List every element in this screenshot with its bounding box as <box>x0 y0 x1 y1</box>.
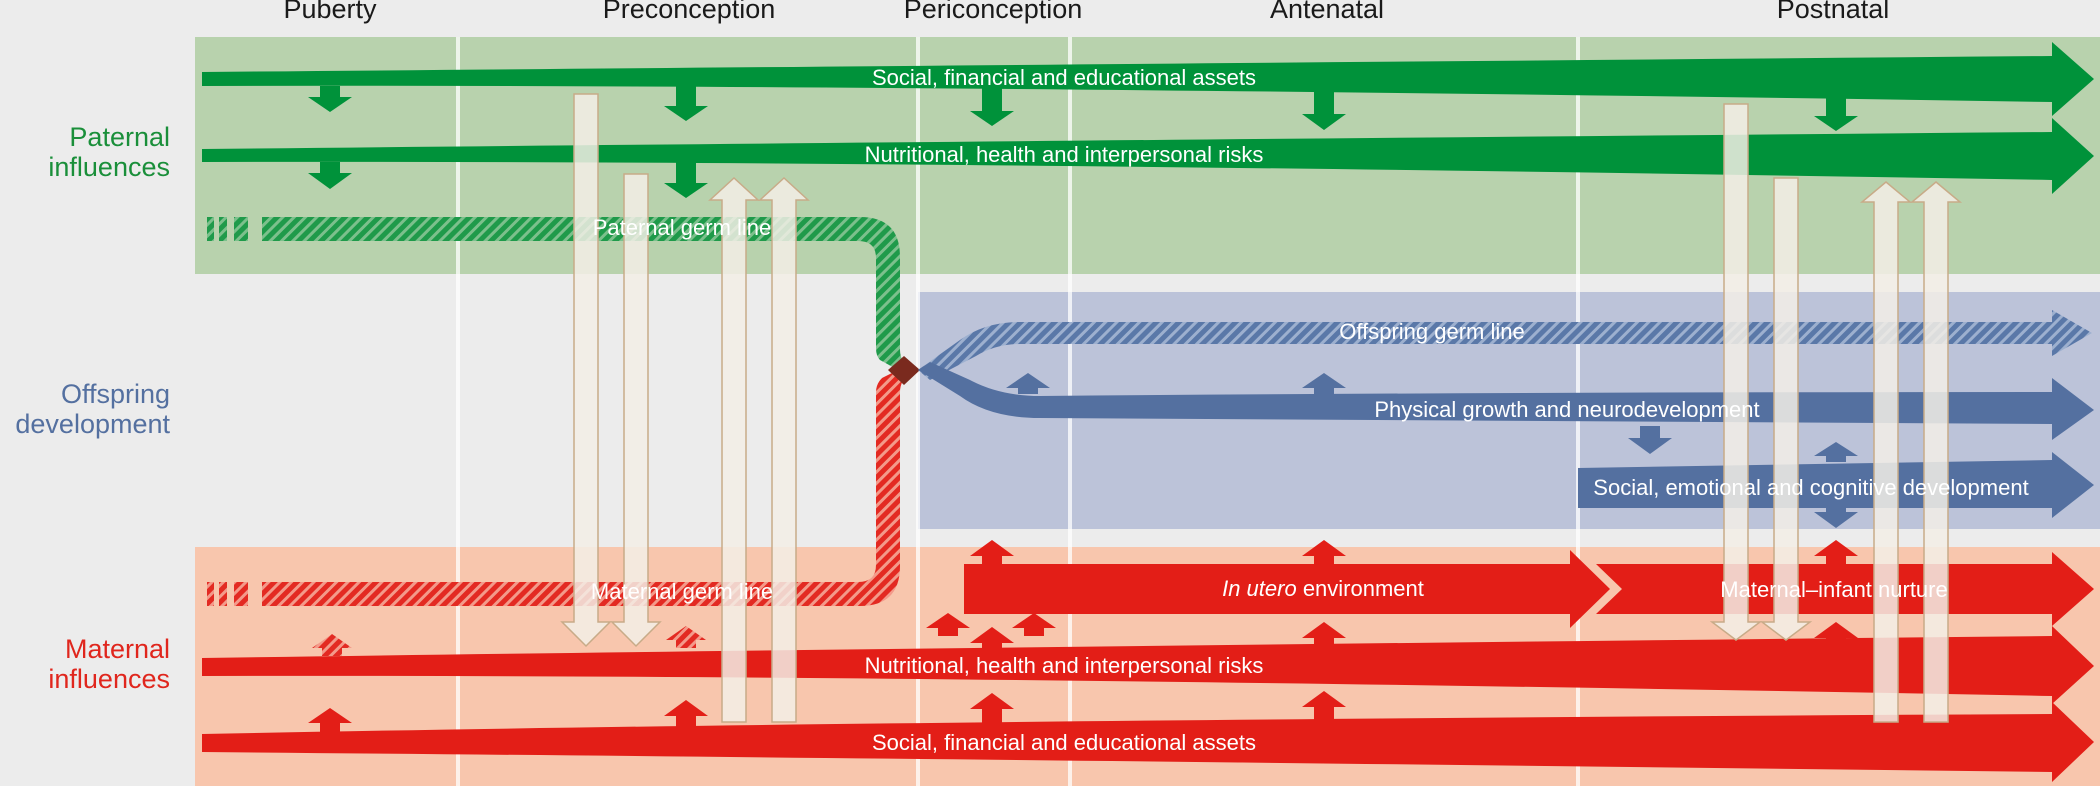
physical-growth-arrow <box>918 362 2094 440</box>
paternal-germ-line-label: Paternal germ line <box>592 215 772 240</box>
row-label-paternal-line2: influences <box>48 152 170 182</box>
column-label-preconception: Preconception <box>602 0 776 24</box>
maternal-hatched-up-arrows <box>312 626 706 656</box>
in-utero-label: In utero environment <box>1222 576 1424 602</box>
maternal-assets-label: Social, financial and educational assets <box>871 730 1257 755</box>
offspring-germ-line-label: Offspring germ line <box>1339 319 1525 344</box>
paternal-assets-label: Social, financial and educational assets <box>871 65 1257 90</box>
maternal-assets-arrow <box>202 702 2094 782</box>
row-label-maternal-line2: influences <box>48 664 170 694</box>
maternal-risks-label: Nutritional, health and interpersonal ri… <box>864 653 1264 678</box>
transfer-arrows <box>560 93 1963 723</box>
column-label-postnatal: Postnatal <box>1776 0 1890 24</box>
paternal-risks-label: Nutritional, health and interpersonal ri… <box>864 142 1264 167</box>
row-label-offspring-line1: Offspring <box>60 379 170 409</box>
maternal-up-arrows <box>308 540 1858 734</box>
maternal-risks-arrow <box>202 626 2094 704</box>
column-label-puberty: Puberty <box>283 0 377 24</box>
in-utero-arrow <box>964 550 1610 628</box>
paternal-germ-line <box>207 217 912 370</box>
maternal-germ-line-label: Maternal germ line <box>590 579 774 604</box>
fertilization-node <box>888 356 920 385</box>
row-label-offspring: Offspring development <box>0 379 170 439</box>
row-label-offspring-line2: development <box>15 409 170 439</box>
row-label-maternal-line1: Maternal <box>64 634 170 664</box>
column-label-antenatal: Antenatal <box>1269 0 1385 24</box>
row-label-paternal-line1: Paternal <box>69 122 170 152</box>
column-label-periconception: Periconception <box>903 0 1083 24</box>
in-utero-label-rest: environment <box>1296 576 1424 601</box>
physical-growth-label: Physical growth and neurodevelopment <box>1374 397 1760 422</box>
social-emotional-label: Social, emotional and cognitive developm… <box>1593 475 2029 500</box>
in-utero-label-italic: In utero <box>1222 576 1297 601</box>
row-label-paternal: Paternal influences <box>0 122 170 182</box>
offspring-small-arrows <box>1006 373 1858 528</box>
maternal-germ-line <box>207 370 912 606</box>
maternal-infant-arrow <box>1596 552 2094 626</box>
maternal-infant-label: Maternal–infant nurture <box>1720 577 1948 602</box>
paternal-down-arrows <box>308 86 1858 198</box>
paternal-risks-arrow <box>202 118 2094 194</box>
paternal-assets-arrow <box>202 42 2094 116</box>
row-label-maternal: Maternal influences <box>0 634 170 694</box>
social-emotional-arrow <box>1578 452 2094 518</box>
